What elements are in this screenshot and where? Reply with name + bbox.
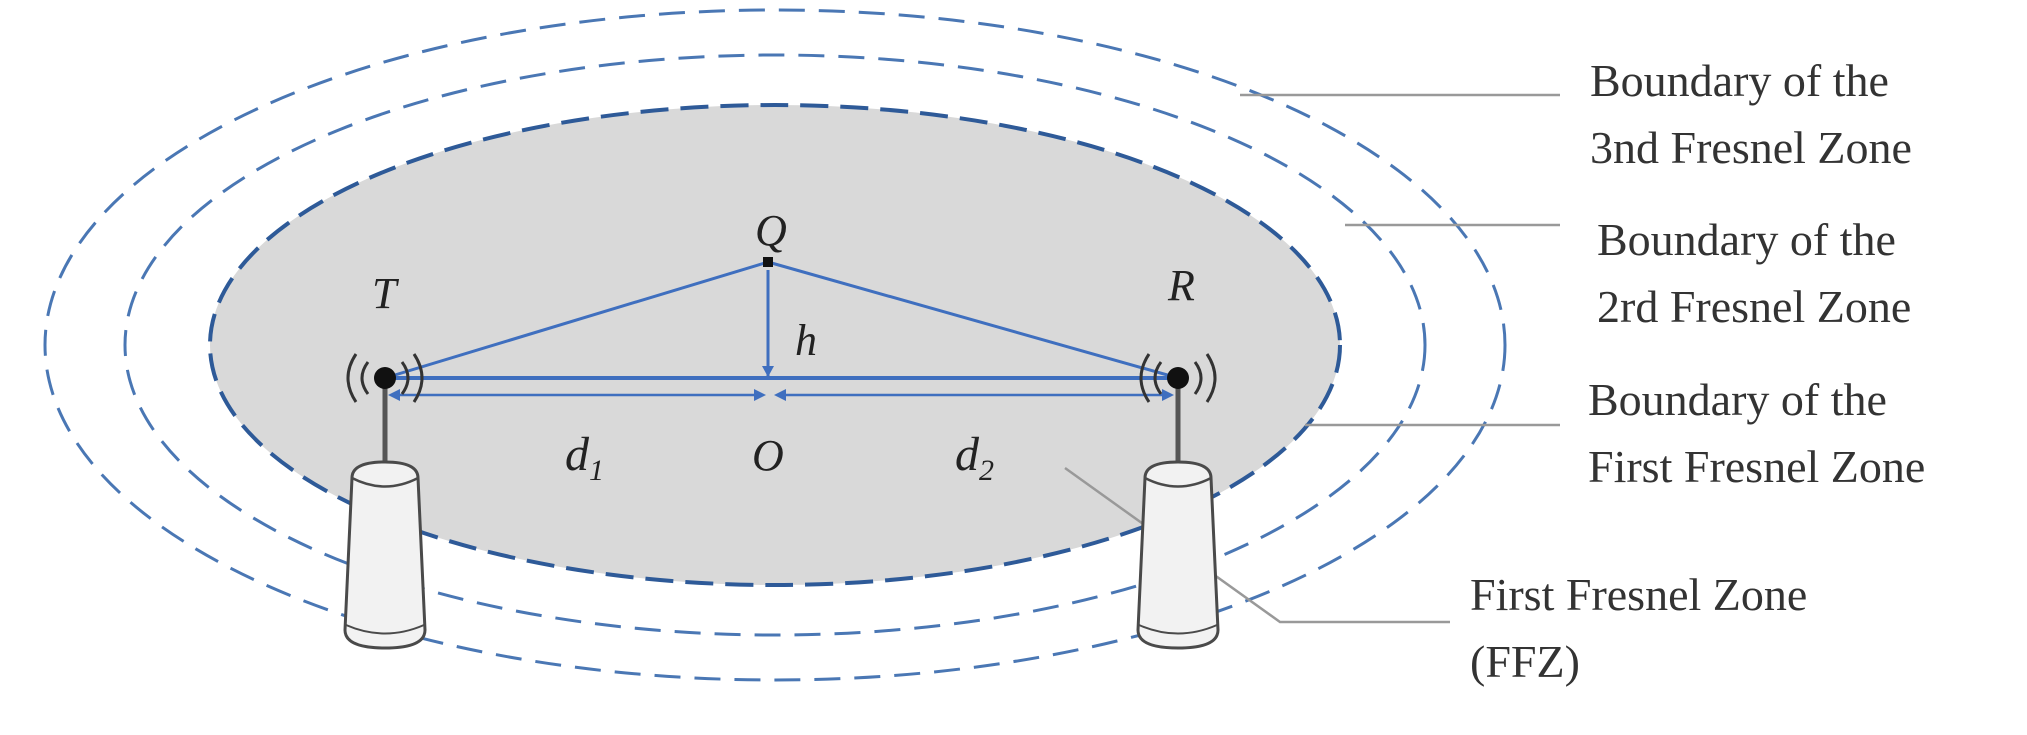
label-zone3-line1: Boundary of the [1590, 55, 1889, 106]
label-d2-subscript: 2 [979, 454, 994, 487]
label-zone1-line2: First Fresnel Zone [1588, 441, 1925, 492]
label-d2: d2 [955, 428, 994, 487]
receiver-tower [1136, 353, 1220, 650]
d2-arrowhead-right [1162, 389, 1174, 401]
label-o: O [752, 431, 784, 480]
label-d1-base: d [565, 428, 590, 481]
label-q: Q [755, 206, 787, 255]
receiver-tower-body [1136, 460, 1220, 650]
receiver-node [1167, 367, 1189, 389]
label-ffz-line1: First Fresnel Zone [1470, 569, 1807, 620]
label-d2-base: d [955, 428, 980, 481]
label-h: h [795, 316, 817, 365]
label-d1-subscript: 1 [589, 454, 604, 487]
d1-arrowhead-right [754, 389, 766, 401]
label-zone1-line1: Boundary of the [1588, 374, 1887, 425]
line-t-to-q [384, 260, 769, 380]
transmitter-tower [343, 353, 427, 650]
first-fresnel-zone [208, 103, 1342, 587]
transmitter-signal-icon [346, 353, 424, 403]
label-zone3-line2: 3nd Fresnel Zone [1590, 122, 1912, 173]
reflection-point-marker [763, 257, 773, 267]
leader-line-ffz [1064, 466, 1450, 624]
line-q-to-r [767, 260, 1179, 380]
label-zone2-line2: 2rd Fresnel Zone [1597, 281, 1911, 332]
receiver-signal-icon [1139, 353, 1217, 403]
label-r: R [1167, 261, 1195, 310]
label-d1: d1 [565, 428, 604, 487]
d2-arrowhead-left [774, 389, 786, 401]
transmitter-tower-body [343, 460, 427, 650]
third-fresnel-zone-boundary [43, 8, 1507, 682]
height-arrowhead [762, 366, 774, 377]
label-t: T [372, 269, 400, 318]
label-zone2-line1: Boundary of the [1597, 214, 1896, 265]
label-ffz-line2: (FFZ) [1470, 636, 1580, 687]
d1-arrowhead-left [388, 389, 400, 401]
transmitter-node [374, 367, 396, 389]
second-fresnel-zone-boundary [123, 53, 1427, 637]
